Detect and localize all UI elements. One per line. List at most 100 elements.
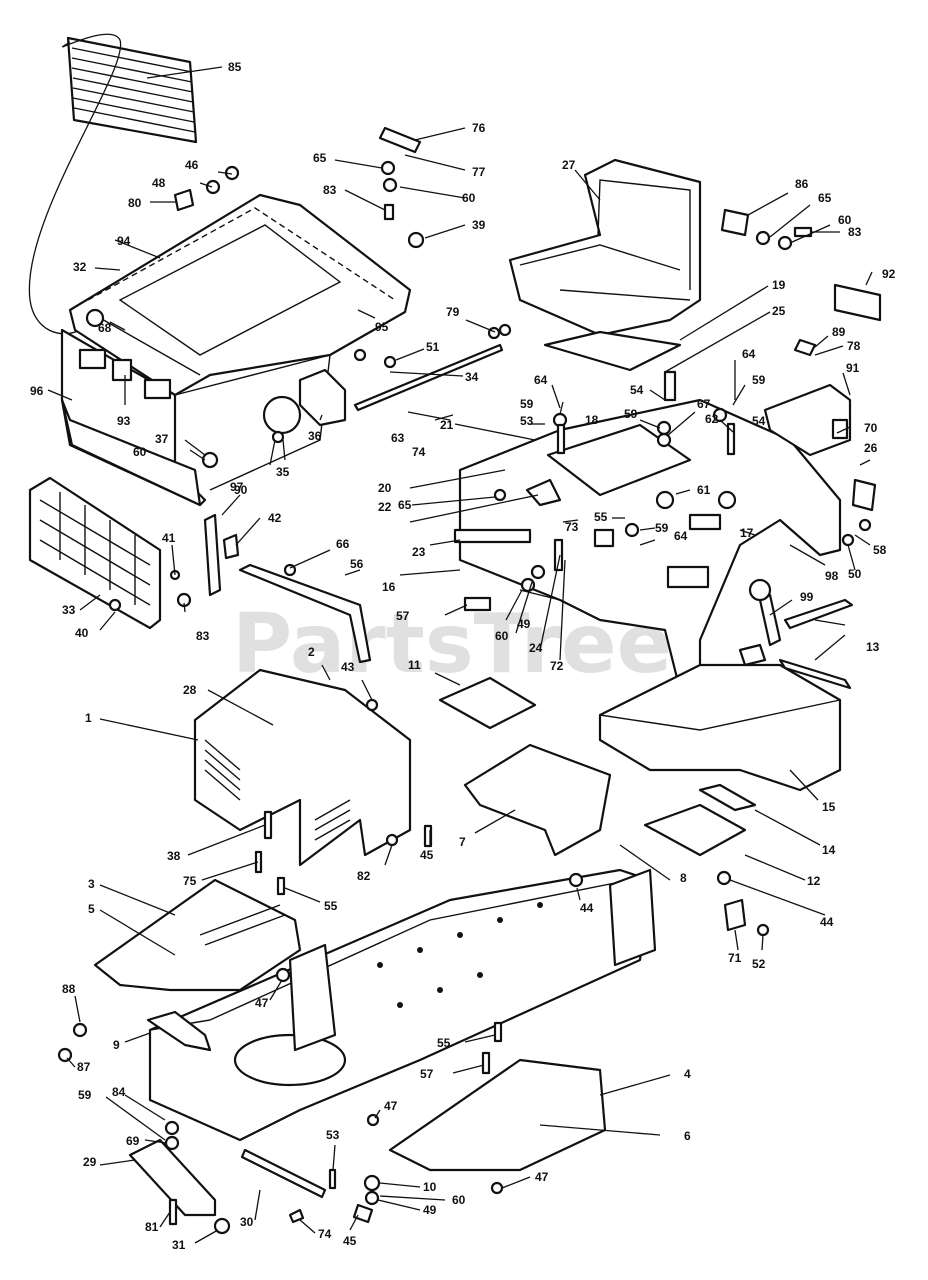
callout-58: 58: [873, 543, 887, 557]
grille-screen-part: [28, 33, 198, 335]
callout-55: 55: [594, 510, 608, 524]
callout-87: 87: [77, 1060, 91, 1074]
callout-59: 59: [752, 373, 766, 387]
callout-6: 6: [684, 1129, 691, 1143]
callout-32: 32: [73, 260, 87, 274]
callout-15: 15: [822, 800, 836, 814]
callout-44: 44: [820, 915, 834, 929]
rod-30-part: [240, 1148, 327, 1199]
callout-53: 53: [326, 1128, 340, 1142]
callout-30: 30: [240, 1215, 254, 1229]
callout-93: 93: [117, 414, 131, 428]
callout-81: 81: [145, 1220, 159, 1234]
callout-18: 18: [585, 413, 599, 427]
callout-73: 73: [565, 520, 579, 534]
callout-53: 53: [520, 414, 534, 428]
callout-85: 85: [228, 60, 242, 74]
bracket-90-part: [203, 513, 222, 597]
callout-57: 57: [420, 1067, 434, 1081]
callout-55: 55: [324, 899, 338, 913]
callout-63: 63: [391, 431, 405, 445]
callout-65: 65: [313, 151, 327, 165]
plate-14-part: [698, 783, 757, 812]
callout-99: 99: [800, 590, 814, 604]
callout-89: 89: [832, 325, 846, 339]
callout-68: 68: [98, 321, 112, 335]
trim-56-part: [238, 563, 372, 664]
callout-17: 17: [740, 526, 754, 540]
callout-36: 36: [308, 429, 322, 443]
floor-pan-ribs: [199, 904, 286, 946]
callout-22: 22: [378, 500, 392, 514]
callout-61: 61: [697, 483, 711, 497]
callout-65: 65: [398, 498, 412, 512]
callout-84: 84: [112, 1085, 126, 1099]
callout-70: 70: [864, 421, 878, 435]
callout-75: 75: [183, 874, 197, 888]
callout-79: 79: [446, 305, 460, 319]
callout-64: 64: [534, 373, 548, 387]
callout-48: 48: [152, 176, 166, 190]
bracket-9-part: [146, 1010, 212, 1052]
callout-98: 98: [825, 569, 839, 583]
hood-part: [60, 193, 412, 507]
callout-20: 20: [378, 481, 392, 495]
callout-16: 16: [382, 580, 396, 594]
callout-54: 54: [752, 414, 766, 428]
callout-97: 97: [230, 480, 244, 494]
callout-92: 92: [882, 267, 896, 281]
chassis-frame-part: [148, 868, 657, 1142]
callout-23: 23: [412, 545, 426, 559]
plate-12-part: [643, 803, 747, 857]
callout-40: 40: [75, 626, 89, 640]
rod-34-part: [353, 343, 504, 412]
callout-35: 35: [276, 465, 290, 479]
callout-71: 71: [728, 951, 742, 965]
callout-59: 59: [78, 1088, 92, 1102]
callout-47: 47: [255, 996, 269, 1010]
callout-34: 34: [465, 370, 479, 384]
callout-64: 64: [674, 529, 688, 543]
front-grille-part: [28, 476, 162, 630]
fender-deck-part: [458, 398, 842, 692]
dash-panel-part: [193, 668, 412, 867]
callout-24: 24: [529, 641, 543, 655]
callout-59: 59: [520, 397, 534, 411]
callout-44: 44: [580, 901, 594, 915]
callout-49: 49: [423, 1203, 437, 1217]
callout-60: 60: [495, 629, 509, 643]
callout-83: 83: [196, 629, 210, 643]
callout-33: 33: [62, 603, 76, 617]
callout-59: 59: [624, 407, 638, 421]
callout-54: 54: [630, 383, 644, 397]
callout-60: 60: [452, 1193, 466, 1207]
fuel-tank-part: [598, 643, 842, 792]
callout-96: 96: [30, 384, 44, 398]
callout-47: 47: [384, 1099, 398, 1113]
callout-67: 67: [697, 397, 711, 411]
floor-pan-part: [93, 878, 302, 992]
callout-64: 64: [742, 347, 756, 361]
callout-9: 9: [113, 1038, 120, 1052]
support-7-part: [463, 743, 612, 857]
callout-28: 28: [183, 683, 197, 697]
callout-78: 78: [847, 339, 861, 353]
headlight-35-part: [262, 395, 302, 435]
callout-82: 82: [357, 869, 371, 883]
callout-25: 25: [772, 304, 786, 318]
callout-13: 13: [866, 640, 880, 654]
callout-83: 83: [848, 225, 862, 239]
seat-part: [508, 158, 702, 372]
callout-12: 12: [807, 874, 821, 888]
callout-52: 52: [752, 957, 766, 971]
leader-lines: [47, 66, 873, 1244]
callout-50: 50: [848, 567, 862, 581]
callout-46: 46: [185, 158, 199, 172]
callout-55: 55: [437, 1036, 451, 1050]
callout-56: 56: [350, 557, 364, 571]
callout-74: 74: [412, 445, 426, 459]
callout-88: 88: [62, 982, 76, 996]
callout-38: 38: [167, 849, 181, 863]
callout-65: 65: [818, 191, 832, 205]
